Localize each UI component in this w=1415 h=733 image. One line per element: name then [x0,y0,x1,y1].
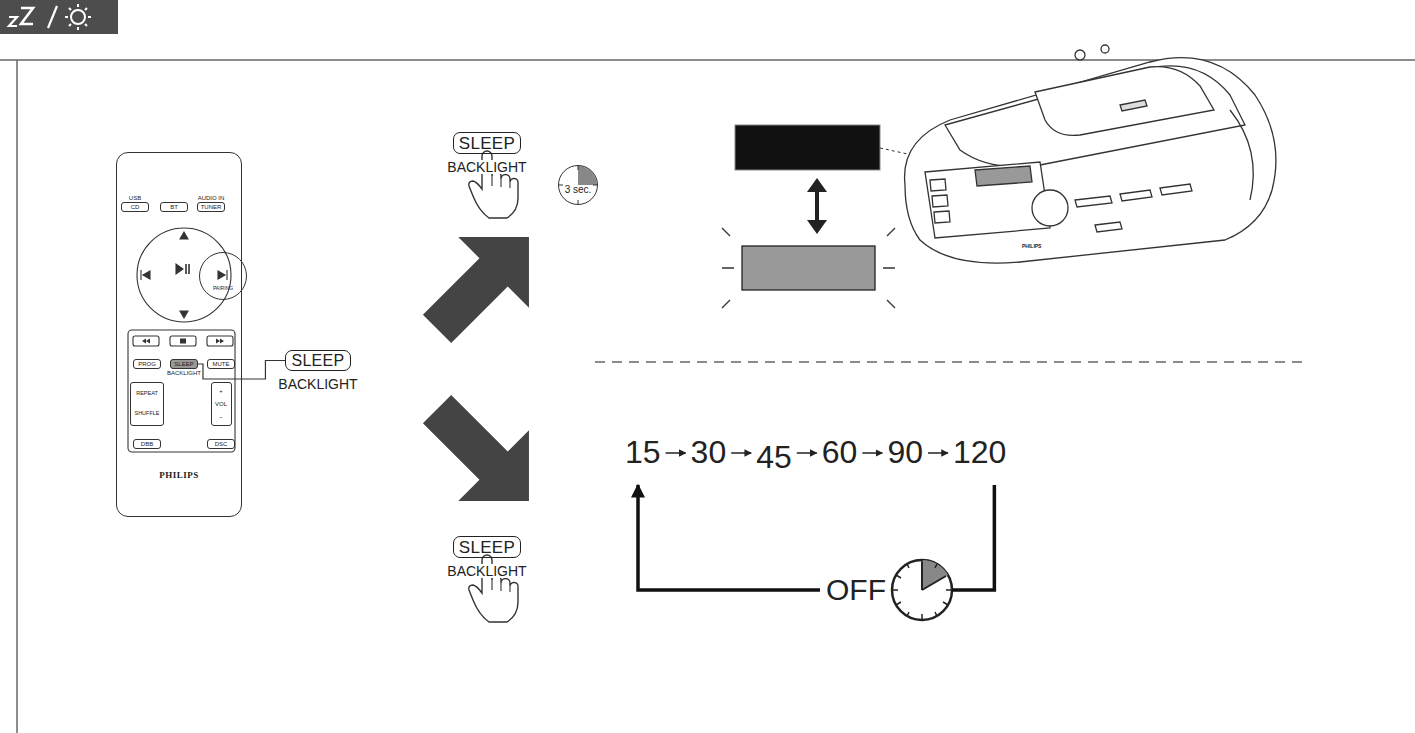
button-label: SLEEP [459,135,515,152]
button-label: PROG [138,361,156,367]
sequence-arrow [862,452,882,454]
function-label: BACKLIGHT [277,377,358,391]
sequence-arrow [666,452,686,454]
remote-control: PHILIPS USB CD BT AUDIO IN TUNER PAIRING PROG SL… [116,152,242,517]
loop-line [952,485,994,590]
button-label: SLEEP [291,353,344,369]
boombox [905,45,1276,263]
sleep-button: SLEEP BACKLIGHT [166,359,202,376]
sleep-callout: SLEEP BACKLIGHT [277,350,358,391]
button-outline: TUNER [197,202,226,212]
volume-button: + VOL − [211,382,232,426]
source-button: USB CD [121,195,149,212]
button-label: REPEAT [136,391,158,397]
button-label: SHUFFLE [134,411,159,417]
button-outline: MUTE [207,359,235,369]
remote-button: DSC [207,439,235,449]
function-label: AUDIO IN [197,195,226,201]
function-label: BACKLIGHT [446,160,527,174]
source-button: AUDIO IN TUNER [197,195,226,212]
sleep-key: SLEEP BACKLIGHT [446,132,527,174]
sleep-minutes: 90 [887,436,923,468]
button-outline: + VOL − [211,382,232,426]
button-label: − [219,414,223,420]
hold-timer: 3 sec. [558,165,598,205]
remote-button: DBB [133,439,161,449]
button-label: CD [131,204,140,210]
button-label: PAIRING [213,286,233,291]
button-label: SLEEP [459,539,515,556]
button-label: DSC [215,441,228,447]
sleep-minutes: 120 [953,436,1006,468]
button-outline: SLEEP [170,359,198,369]
sleep-minutes: 30 [691,436,727,468]
sleep-minutes: 15 [625,436,661,468]
button-outline: REPEAT SHUFFLE [130,382,163,426]
sleep-key: SLEEP BACKLIGHT [446,536,527,578]
play-pairing-button: PAIRING [199,252,247,300]
brand-name: PHILIPS [1022,244,1041,249]
remote-details [128,228,235,452]
repeat-shuffle-button: REPEAT SHUFFLE [130,382,163,426]
button-label: SLEEP [174,361,193,367]
button-outline: SLEEP [453,536,521,558]
remote-button: PROG [133,359,161,369]
direction-arrow [402,202,565,537]
sequence-arrow [731,452,751,454]
button-outline: DBB [133,439,161,449]
sequence-arrows [638,453,994,590]
remote-button: MUTE [207,359,235,369]
loop-line [638,485,820,590]
timer-icon [559,166,597,204]
source-button: BT [160,202,188,212]
button-label: DBB [141,441,153,447]
button-outline: SLEEP [285,350,350,371]
button-outline: CD [121,202,149,212]
function-label: BACKLIGHT [166,370,202,376]
timer-icon [892,560,952,620]
off-label: OFF [826,575,886,605]
button-label: VOL [215,401,227,407]
button-label: + [219,388,223,394]
button-outline: PROG [133,359,161,369]
sequence-arrow [928,452,948,454]
button-outline: DSC [207,439,235,449]
button-label: TUNER [201,204,222,210]
button-label: MUTE [213,361,230,367]
sleep-minutes: 45 [756,441,792,473]
button-label: BT [170,204,178,210]
function-label: BACKLIGHT [446,564,527,578]
sequence-arrow [797,452,817,454]
button-outline: SLEEP [453,132,521,154]
button-outline: BT [160,202,188,212]
sleep-minutes: 60 [822,436,858,468]
brand-name: PHILIPS [117,471,241,480]
function-label: USB [128,195,142,201]
duration-label: 3 sec. [565,185,592,195]
divider [595,361,1305,363]
